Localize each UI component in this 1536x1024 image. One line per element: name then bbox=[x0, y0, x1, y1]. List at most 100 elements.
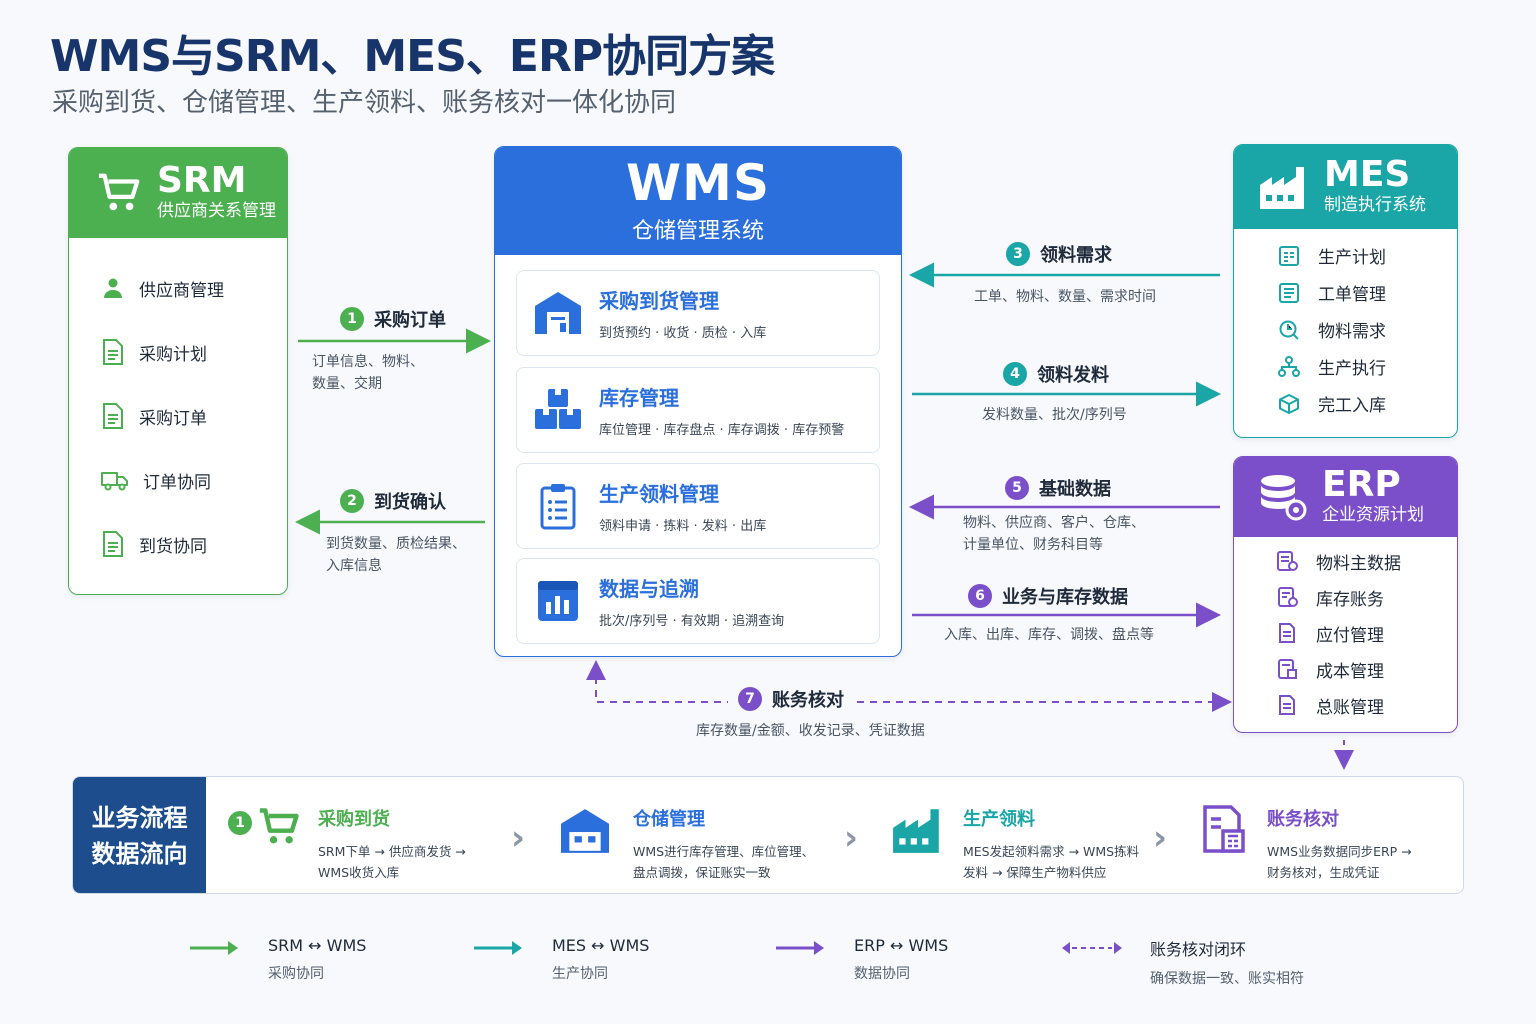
document-icon bbox=[103, 403, 123, 429]
data-list-icon bbox=[1277, 551, 1298, 571]
step-desc: WMS进行库存管理、库位管理、盘点调拨，保证账实一致 bbox=[633, 844, 815, 880]
document-icon bbox=[103, 531, 123, 557]
step-title: 账务核对 bbox=[1267, 809, 1339, 830]
page-subtitle: 采购到货、仓储管理、生产领料、账务核对一体化协同 bbox=[52, 88, 677, 118]
chevron-right-icon: › bbox=[1153, 818, 1168, 858]
list-item: 库存账务 bbox=[1276, 579, 1457, 615]
step-desc: MES发起领料需求 → WMS拣料发料 → 保障生产物料供应 bbox=[963, 844, 1140, 880]
process-step-purchase: 1 采购到货 SRM下单 → 供应商发货 →WMS收货入库 bbox=[228, 777, 466, 893]
flow-desc-7: 库存数量/金额、收发记录、凭证数据 bbox=[696, 723, 925, 739]
step-desc: WMS业务数据同步ERP →财务核对，生成凭证 bbox=[1267, 844, 1412, 880]
module-title: 生产领料管理 bbox=[599, 482, 719, 506]
module-desc: 领料申请 · 拣料 · 发料 · 出库 bbox=[599, 519, 767, 534]
factory-icon bbox=[893, 809, 939, 853]
mes-full-name: 制造执行系统 bbox=[1324, 195, 1426, 215]
flow-desc-1: 订单信息、物料、数量、交期 bbox=[312, 354, 424, 392]
document-icon bbox=[1279, 623, 1295, 643]
box-icon bbox=[1279, 393, 1299, 414]
document-icon bbox=[1279, 695, 1295, 715]
mes-card: MES 制造执行系统 生产计划 工单管理 物料需求 生产执行 完工入库 bbox=[1233, 144, 1458, 438]
clipboard-icon bbox=[540, 484, 576, 530]
document-icon bbox=[103, 339, 123, 365]
erp-list: 物料主数据 库存账务 应付管理 成本管理 总账管理 bbox=[1234, 537, 1457, 723]
process-step-production: 生产领料 MES发起领料需求 → WMS拣料发料 → 保障生产物料供应 bbox=[891, 777, 1140, 893]
wms-module-inventory[interactable]: 库存管理库位管理 · 库存盘点 · 库存调拨 · 库存预警 bbox=[516, 367, 880, 453]
cart-icon bbox=[98, 173, 140, 211]
erp-header: ERP 企业资源计划 bbox=[1234, 457, 1457, 537]
step-title: 仓储管理 bbox=[633, 809, 705, 830]
erp-full-name: 企业资源计划 bbox=[1322, 505, 1424, 525]
step-title: 采购到货 bbox=[318, 809, 390, 830]
process-title: 业务流程 数据流向 bbox=[73, 777, 206, 893]
factory-icon bbox=[1260, 167, 1304, 209]
erp-card: ERP 企业资源计划 物料主数据 库存账务 应付管理 成本管理 总账管理 bbox=[1233, 456, 1458, 733]
wms-card: WMS 仓储管理系统 采购到货管理到货预约 · 收货 · 质检 · 入库 库存管… bbox=[494, 146, 902, 657]
wms-name: WMS bbox=[626, 153, 770, 212]
cart-icon bbox=[259, 808, 299, 844]
legend-item-reconcile: 账务核对闭环确保数据一致、账实相符 bbox=[1062, 936, 1304, 988]
list-item: 物料主数据 bbox=[1276, 543, 1457, 579]
process-icon bbox=[1278, 355, 1300, 377]
list-item: 物料需求 bbox=[1278, 311, 1457, 348]
truck-icon bbox=[101, 472, 128, 491]
list-item: 生产计划 bbox=[1278, 237, 1457, 274]
srm-full-name: 供应商关系管理 bbox=[157, 201, 276, 221]
bar-chart-icon bbox=[538, 581, 578, 621]
list-item: 供应商管理 bbox=[101, 256, 287, 320]
srm-list: 供应商管理 采购计划 采购订单 订单协同 到货协同 bbox=[69, 238, 287, 576]
process-step-accounting: 账务核对 WMS业务数据同步ERP →财务核对，生成凭证 bbox=[1201, 777, 1412, 893]
mes-name: MES bbox=[1324, 154, 1411, 196]
step-desc: SRM下单 → 供应商发货 →WMS收货入库 bbox=[318, 844, 466, 880]
warehouse-icon bbox=[535, 292, 581, 334]
purple-arrow-icon bbox=[776, 941, 824, 955]
module-desc: 到货预约 · 收货 · 质检 · 入库 bbox=[599, 326, 767, 341]
wms-full-name: 仓储管理系统 bbox=[631, 219, 764, 245]
list-item: 生产执行 bbox=[1278, 348, 1457, 385]
chevron-right-icon: › bbox=[511, 818, 526, 858]
warehouse-icon bbox=[561, 809, 609, 853]
process-step-warehouse: 仓储管理 WMS进行库存管理、库位管理、盘点调拨，保证账实一致 bbox=[557, 777, 815, 893]
erp-name: ERP bbox=[1322, 464, 1401, 506]
process-flow-bar: 业务流程 数据流向 1 采购到货 SRM下单 → 供应商发货 →WMS收货入库 … bbox=[72, 776, 1464, 894]
module-title: 采购到货管理 bbox=[599, 289, 719, 313]
wms-module-trace[interactable]: 数据与追溯批次/序列号 · 有效期 · 追溯查询 bbox=[516, 558, 880, 644]
wms-module-inbound[interactable]: 采购到货管理到货预约 · 收货 · 质检 · 入库 bbox=[516, 270, 880, 356]
module-desc: 库位管理 · 库存盘点 · 库存调拨 · 库存预警 bbox=[599, 423, 845, 438]
srm-card: SRM 供应商关系管理 供应商管理 采购计划 采购订单 订单协同 到货协同 bbox=[68, 147, 288, 595]
teal-arrow-icon bbox=[474, 941, 522, 955]
user-icon bbox=[104, 278, 122, 298]
wms-module-picking[interactable]: 生产领料管理领料申请 · 拣料 · 发料 · 出库 bbox=[516, 463, 880, 549]
ledger-icon bbox=[1278, 587, 1298, 607]
database-icon bbox=[1261, 475, 1307, 521]
list-item: 完工入库 bbox=[1278, 385, 1457, 422]
calculator-icon bbox=[1278, 659, 1297, 679]
module-title: 数据与追溯 bbox=[599, 577, 699, 601]
flow-desc-4: 发料数量、批次/序列号 bbox=[982, 407, 1127, 423]
calendar-icon bbox=[1279, 245, 1299, 266]
step-title: 生产领料 bbox=[963, 809, 1035, 830]
search-icon bbox=[1279, 320, 1299, 340]
invoice-icon bbox=[1203, 805, 1245, 853]
mes-header: MES 制造执行系统 bbox=[1234, 145, 1457, 229]
list-item: 总账管理 bbox=[1276, 687, 1457, 723]
checklist-icon bbox=[1279, 282, 1299, 303]
flow-desc-6: 入库、出库、库存、调拨、盘点等 bbox=[944, 627, 1154, 643]
list-item: 应付管理 bbox=[1276, 615, 1457, 651]
flow-desc-2: 到货数量、质检结果、入库信息 bbox=[326, 536, 466, 574]
list-item: 订单协同 bbox=[101, 448, 287, 512]
flow-desc-3: 工单、物料、数量、需求时间 bbox=[974, 289, 1156, 305]
flow-desc-5: 物料、供应商、客户、仓库、计量单位、财务科目等 bbox=[963, 515, 1145, 553]
mes-list: 生产计划 工单管理 物料需求 生产执行 完工入库 bbox=[1234, 229, 1457, 422]
srm-name: SRM bbox=[157, 160, 247, 202]
boxes-icon bbox=[535, 389, 581, 429]
step-number: 1 bbox=[228, 811, 252, 835]
